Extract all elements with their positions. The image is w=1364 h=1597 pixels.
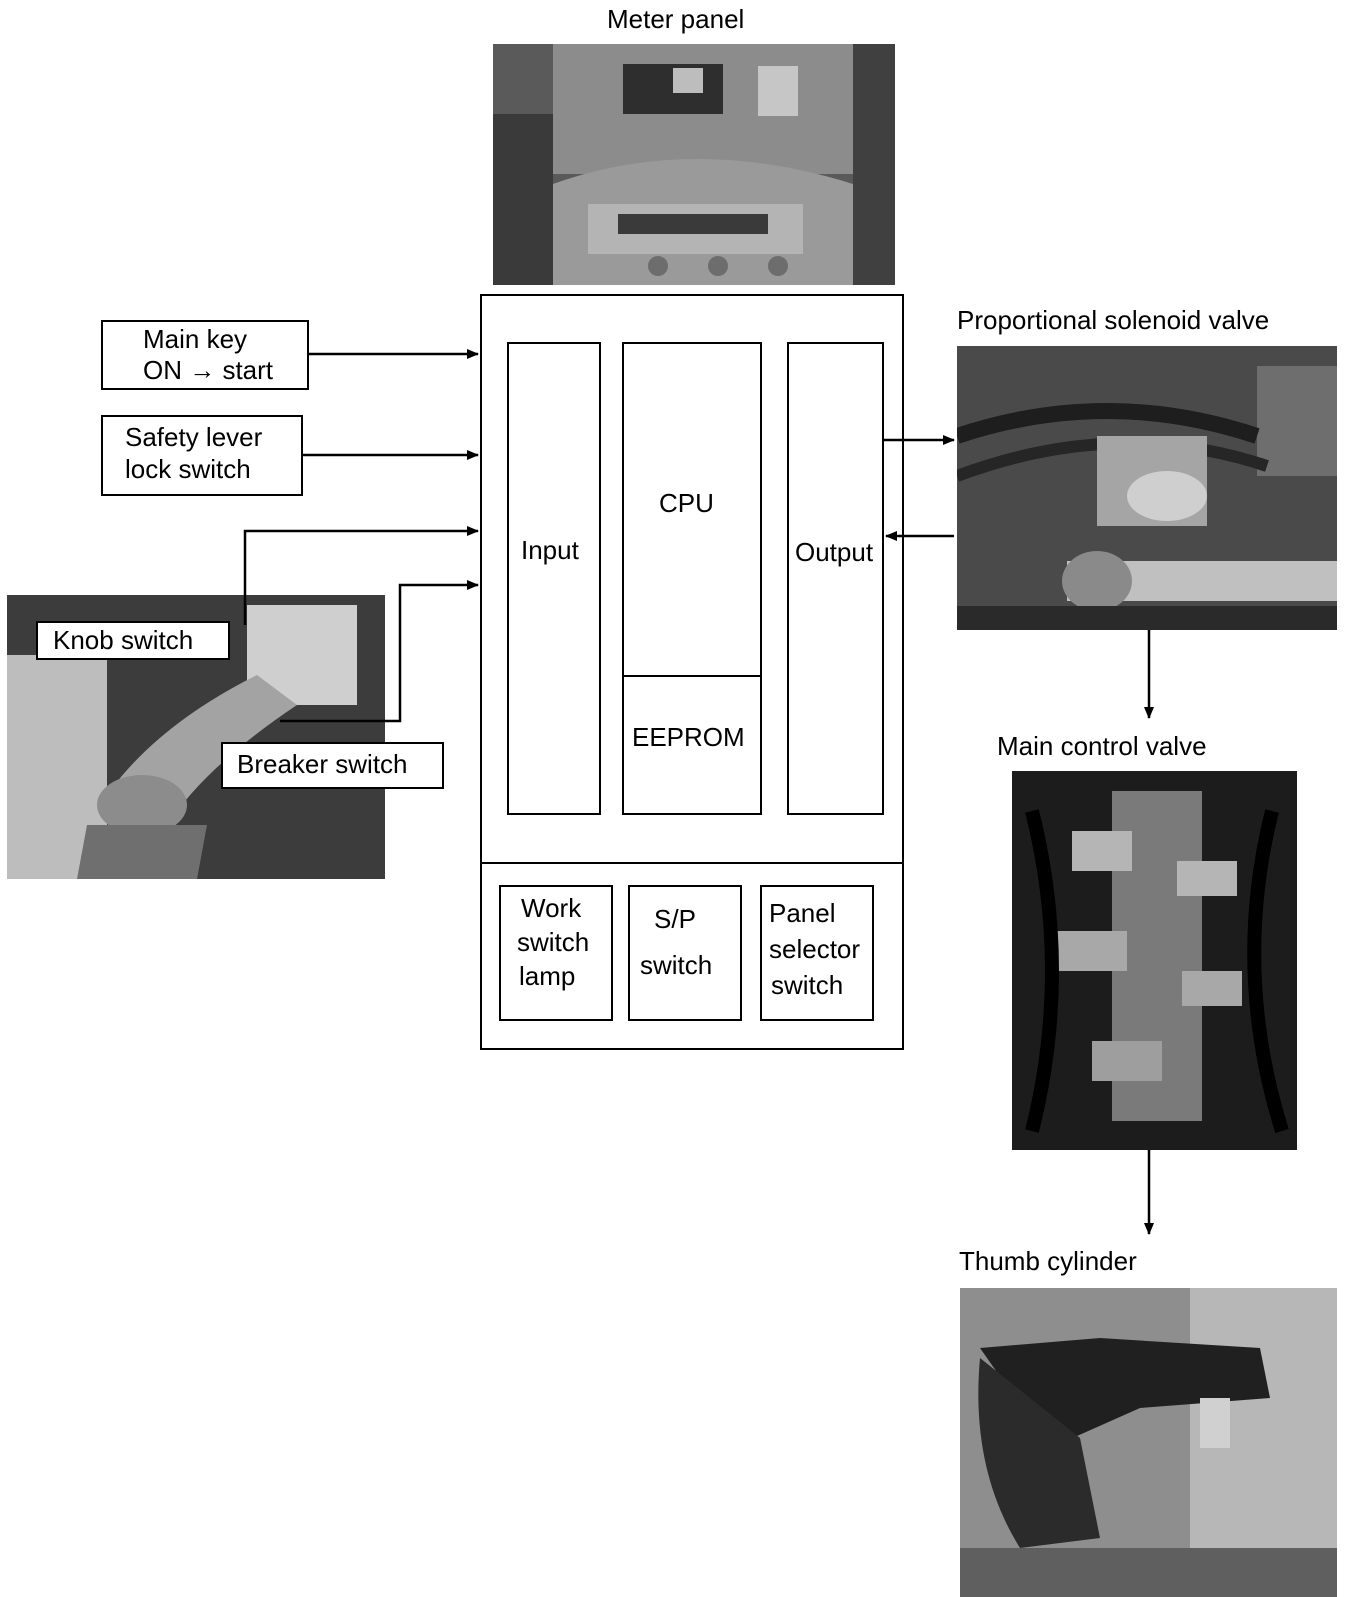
- knob-switch-wire: [245, 531, 478, 625]
- breaker-switch-wire: [280, 585, 478, 721]
